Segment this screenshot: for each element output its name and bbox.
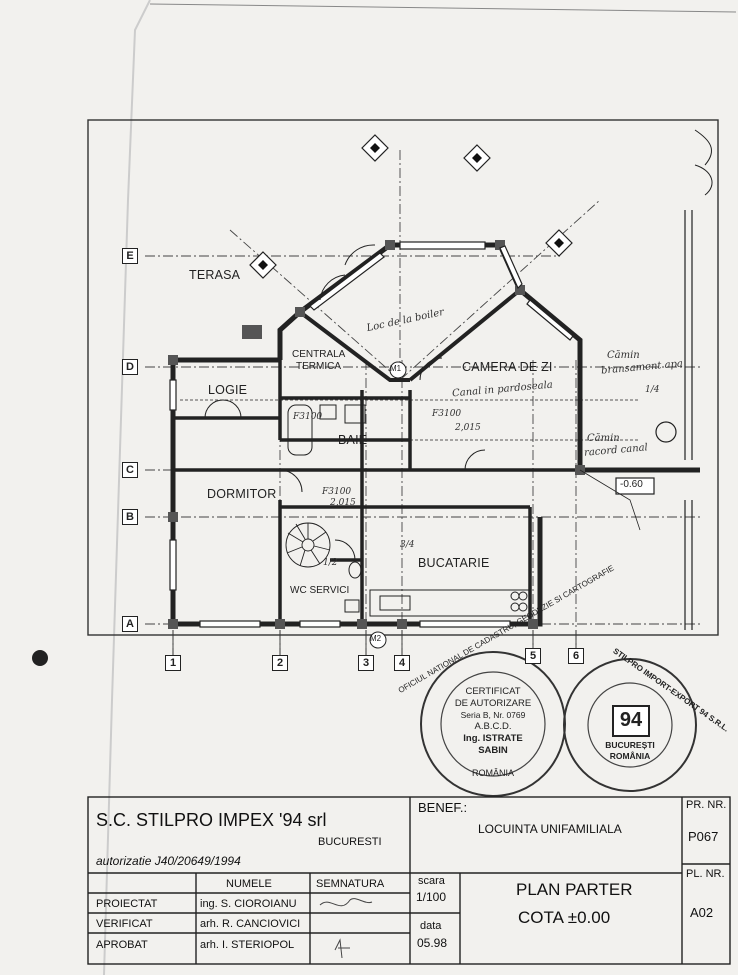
interior-walls	[173, 360, 580, 624]
dim-4: 2,015	[455, 423, 481, 433]
stamp-stilpro-circle	[563, 658, 697, 792]
plan-number-label: PL. NR.	[686, 868, 725, 880]
note-camin-1: Cămin	[607, 350, 640, 361]
spiral-staircase	[285, 522, 331, 568]
stamp-cadastru-line5: Ing. ISTRATE	[463, 733, 523, 744]
room-bucatarie: BUCATARIE	[418, 556, 490, 570]
room-centrala-2: TERMICA	[296, 361, 341, 372]
row-aprobat-name: arh. I. STERIOPOL	[200, 939, 295, 951]
plan-title: PLAN PARTER	[516, 880, 633, 899]
room-dormitor: DORMITOR	[207, 487, 277, 501]
axis-row-c: C	[122, 462, 138, 478]
axis-row-a: A	[122, 616, 138, 632]
windows	[169, 241, 574, 628]
section-marker-dots	[258, 143, 564, 270]
scale-value: 1/100	[416, 890, 447, 904]
axis-col-4: 4	[394, 655, 410, 671]
axis-col-6: 6	[568, 648, 584, 664]
room-centrala-1: CENTRALA	[292, 349, 346, 360]
beneficiary-value: LOCUINTA UNIFAMILIALA	[478, 822, 622, 836]
stamp-cadastru-line1: CERTIFICAT	[465, 686, 521, 697]
header-numele: NUMELE	[226, 878, 272, 890]
stamp-stilpro-number: 94	[619, 709, 643, 731]
beneficiary-label: BENEF.:	[418, 800, 468, 815]
project-number-value: P067	[688, 829, 719, 844]
bathroom-fixtures	[287, 404, 366, 613]
frac-note: 1/4	[645, 385, 660, 395]
stamp-cadastru-line6: SABIN	[478, 745, 508, 756]
plan-number-value: A02	[690, 905, 714, 920]
column-markers	[168, 240, 585, 629]
dim-5: 2,015	[330, 498, 356, 508]
signatures	[319, 898, 373, 959]
axis-col-5: 5	[525, 648, 541, 664]
title-block-grid	[87, 796, 731, 965]
marker-m1: M1	[390, 364, 402, 373]
right-elements	[180, 210, 693, 630]
dim-3: F3100	[322, 487, 352, 497]
scale-label: scara	[418, 875, 445, 887]
room-camera-de-zi: CAMERA DE ZI	[462, 360, 553, 374]
room-baie: BAIE	[338, 433, 368, 447]
plan-frame	[87, 119, 719, 636]
row-verificat-name: arh. R. CANCIOVICI	[200, 918, 301, 930]
kitchen-counter	[369, 589, 531, 617]
stamp-cadastru-line4: A.B.C.D.	[474, 721, 512, 732]
stamp-cadastru-country: ROMÂNIA	[471, 768, 514, 778]
header-semnatura: SEMNATURA	[316, 878, 385, 890]
axis-row-b: B	[122, 509, 138, 525]
axis-stubs	[172, 630, 577, 655]
company-name: S.C. STILPRO IMPEX '94 srl	[96, 810, 327, 830]
project-number-label: PR. NR.	[686, 799, 727, 811]
axis-col-2: 2	[272, 655, 288, 671]
row-proiectat-name: ing. S. CIOROIANU	[200, 898, 297, 910]
row-proiectat-label: PROIECTAT	[96, 898, 158, 910]
marker-m2: M2	[370, 634, 382, 643]
marker-circles	[369, 361, 407, 649]
living-room-walls	[298, 288, 582, 382]
room-wc-service: WC SERVICI	[290, 585, 350, 596]
stair-ratio-2: 1/2	[323, 558, 338, 568]
stamp-stilpro-country: ROMÂNIA	[609, 751, 651, 761]
axis-col-1: 1	[165, 655, 181, 671]
axis-row-e: E	[122, 248, 138, 264]
row-aprobat-label: APROBAT	[96, 939, 148, 951]
row-verificat-label: VERIFICAT	[96, 918, 153, 930]
stamp-cadastru-line2: DE AUTORIZARE	[454, 698, 532, 709]
dim-1: F3100	[432, 409, 462, 419]
authorization-number: autorizatie J40/20649/1994	[96, 854, 241, 868]
plan-level: COTA ±0.00	[518, 908, 611, 927]
dim-2: F3100	[293, 412, 323, 422]
stamp-cadastru-line3: Seria B, Nr. 0769	[460, 710, 526, 720]
company-city: BUCURESTI	[318, 836, 382, 848]
stair-ratio-1: 3/4	[400, 540, 415, 550]
axis-row-d: D	[122, 359, 138, 375]
level-mark: -0.60	[620, 479, 643, 490]
room-logie: LOGIE	[208, 383, 248, 397]
axis-col-3: 3	[358, 655, 374, 671]
date-value: 05.98	[417, 936, 448, 950]
stamp-stilpro-city: BUCUREȘTI	[605, 740, 655, 750]
date-label: data	[420, 920, 442, 932]
note-camin-2: Cămin	[587, 433, 620, 444]
punch-hole-mark	[32, 650, 48, 666]
room-terasa: TERASA	[189, 268, 241, 282]
